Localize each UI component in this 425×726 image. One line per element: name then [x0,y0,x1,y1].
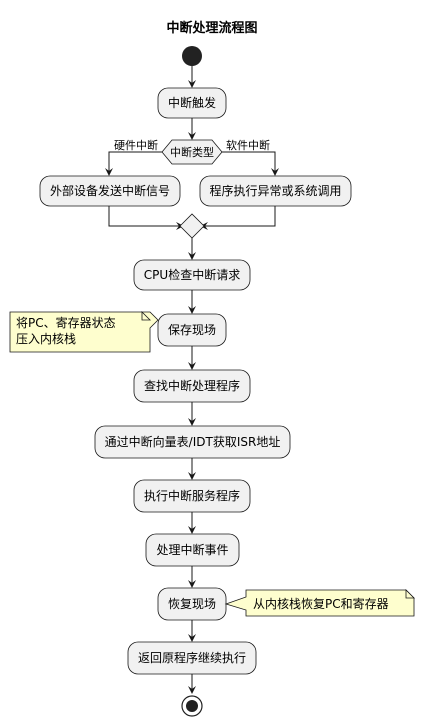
node-return-label: 返回原程序继续执行 [138,650,246,665]
arrow-find [188,362,196,370]
node-hw-source-label: 外部设备发送中断信号 [50,183,170,198]
arrow-trigger [188,80,196,88]
node-get-isr: 通过中断向量表/IDT获取ISR地址 [94,425,291,459]
arrow-return [188,634,196,642]
arrow-hw [105,168,113,176]
node-save-context-label: 保存现场 [168,323,216,337]
arrow-decision [188,132,196,140]
node-cpu-check-label: CPU检查中断请求 [144,267,240,282]
node-restore-context: 恢复现场 [157,587,227,621]
branch-label-software: 软件中断 [226,138,270,152]
merge-node [179,213,205,239]
node-run-isr: 执行中断服务程序 [133,479,251,513]
node-sw-source: 程序执行异常或系统调用 [199,175,352,207]
node-sw-source-label: 程序执行异常或系统调用 [209,183,341,198]
end-node [181,695,203,717]
node-find-handler-label: 查找中断处理程序 [144,378,240,393]
node-restore-context-label: 恢复现场 [168,597,216,611]
arrow-run [188,472,196,480]
edge-sw-merge [204,206,276,227]
note-save-context: 将PC、寄存器状态 压入内核栈 [9,311,159,353]
arrow-save [188,306,196,314]
edge-decision-sw [222,151,276,172]
node-handle-event: 处理中断事件 [145,533,240,567]
node-find-handler: 查找中断处理程序 [133,369,251,403]
arrow-handle [188,526,196,534]
node-cpu-check: CPU检查中断请求 [133,259,251,291]
edge-hw-merge [108,206,180,227]
arrow-cpu [188,252,196,260]
arrow-isr [188,418,196,426]
diagram-title: 中断处理流程图 [166,20,257,36]
arrow-sw [271,168,279,176]
node-return: 返回原程序继续执行 [127,641,257,675]
node-hw-source: 外部设备发送中断信号 [39,175,181,207]
node-handle-event-label: 处理中断事件 [156,542,228,557]
decision-label: 中断类型 [170,145,214,159]
node-run-isr-label: 执行中断服务程序 [144,488,240,503]
branch-label-hardware: 硬件中断 [114,138,158,152]
note-save-context-line2: 压入内核栈 [16,331,76,346]
note-save-context-line1: 将PC、寄存器状态 [16,315,116,330]
node-trigger: 中断触发 [157,87,227,119]
arrow-end [188,686,196,694]
start-node [182,46,202,66]
node-save-context: 保存现场 [157,313,227,347]
decision-interrupt-type: 中断类型 [161,139,223,165]
node-trigger-label: 中断触发 [168,95,216,110]
note-restore-context: 从内核栈恢复PC和寄存器 [224,589,415,617]
edge-decision-hw [108,151,162,172]
node-get-isr-label: 通过中断向量表/IDT获取ISR地址 [105,434,281,449]
arrow-restore [188,580,196,588]
note-restore-context-line1: 从内核栈恢复PC和寄存器 [253,596,389,611]
